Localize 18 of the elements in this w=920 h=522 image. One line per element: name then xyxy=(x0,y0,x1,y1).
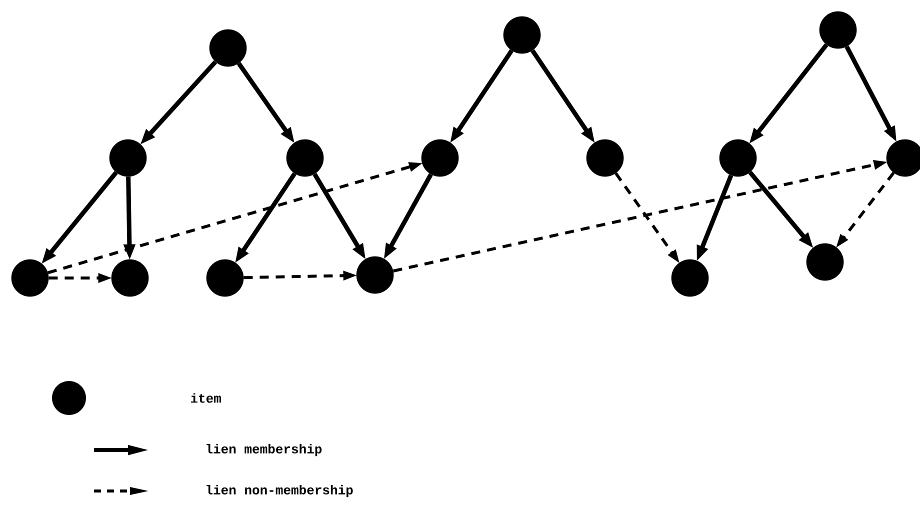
item-circle xyxy=(109,139,147,177)
item-circle xyxy=(719,139,757,177)
item-circle xyxy=(819,11,857,49)
legend-label: lien non-membership xyxy=(206,484,353,498)
item-circle xyxy=(286,139,324,177)
item-circle xyxy=(806,243,844,281)
item-circle xyxy=(206,259,244,297)
item-circle xyxy=(671,259,709,297)
legend-label: lien membership xyxy=(206,444,322,456)
legend-label: item xyxy=(190,393,221,403)
item-circle xyxy=(11,259,49,297)
item-circle xyxy=(503,16,541,54)
item-circle xyxy=(886,139,920,177)
item-circle xyxy=(356,256,394,294)
item-circle xyxy=(586,139,624,177)
item-circle xyxy=(421,139,459,177)
item-circle xyxy=(111,259,149,297)
item-circle xyxy=(209,29,247,67)
